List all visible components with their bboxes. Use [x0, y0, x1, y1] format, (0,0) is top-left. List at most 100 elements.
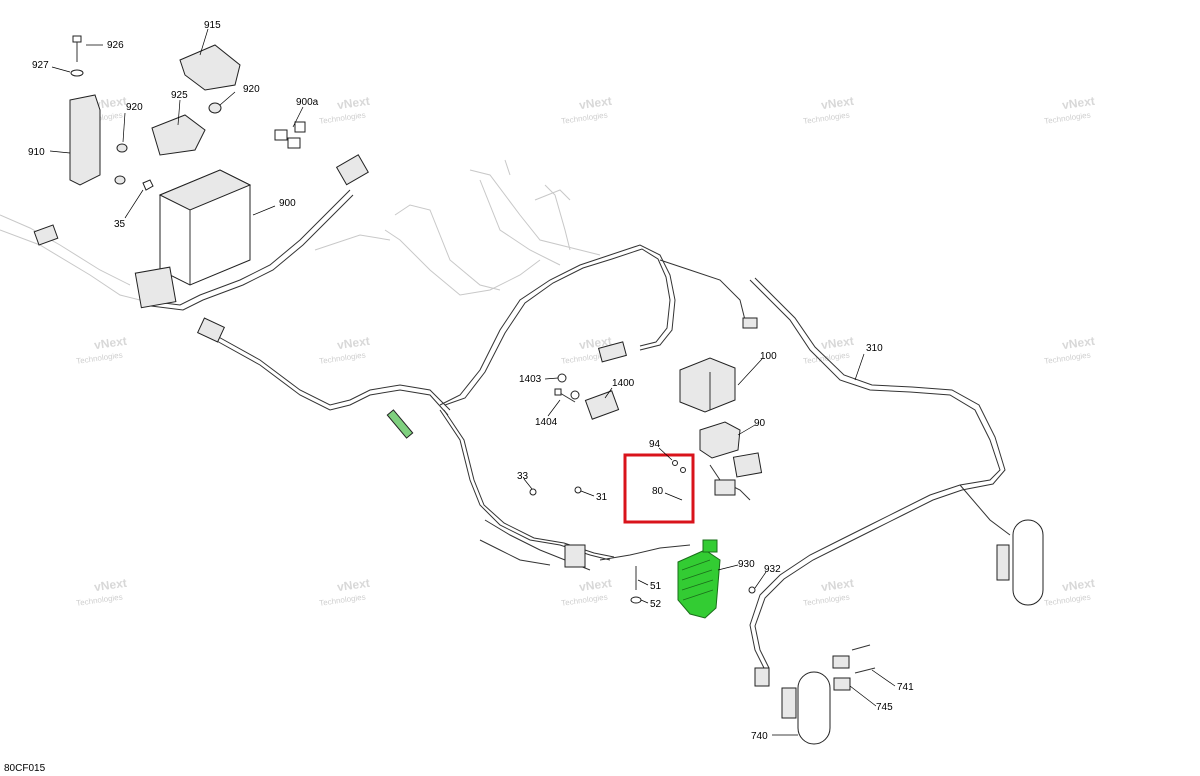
highlight-box [623, 453, 695, 524]
nut-1403 [557, 373, 567, 383]
svg-text:Technologies: Technologies [1044, 350, 1092, 365]
svg-text:vNext: vNext [820, 94, 854, 112]
connector-block [134, 266, 177, 309]
callout-31: 31 [596, 492, 608, 503]
watermark: vNext Technologies [319, 334, 371, 366]
callout-94: 94 [649, 439, 661, 450]
bolt-926 [72, 35, 82, 62]
module-100 [679, 357, 736, 413]
callout-35: 35 [114, 219, 126, 230]
svg-text:vNext: vNext [336, 576, 370, 594]
relay-90 [699, 421, 763, 496]
terminal-cover-925 [151, 114, 206, 156]
battery-holddown-915 [179, 44, 241, 91]
callout-1400: 1400 [612, 378, 635, 389]
callout-90: 90 [754, 418, 766, 429]
fastener-31 [574, 486, 582, 494]
callout-1403: 1403 [519, 374, 542, 385]
watermark: vNext Technologies [561, 576, 613, 608]
washer-52 [630, 596, 642, 604]
svg-text:Technologies: Technologies [1044, 592, 1092, 607]
svg-text:vNext: vNext [1061, 576, 1095, 594]
svg-text:Technologies: Technologies [803, 110, 851, 125]
callout-930: 930 [738, 559, 755, 570]
svg-text:Technologies: Technologies [561, 110, 609, 125]
battery-900 [158, 169, 252, 286]
watermark: vNext Technologies [803, 94, 855, 126]
svg-text:vNext: vNext [820, 576, 854, 594]
screw-94 [680, 467, 686, 473]
callout-926: 926 [107, 40, 124, 51]
washer-927 [70, 69, 84, 77]
bracket-745 [832, 655, 850, 669]
fuse-holder [386, 409, 414, 439]
callout-1404: 1404 [535, 417, 558, 428]
callout-33: 33 [517, 471, 529, 482]
svg-text:vNext: vNext [336, 94, 370, 112]
watermark: vNext Technologies [319, 94, 371, 126]
frame-ghost [0, 159, 601, 301]
callout-310: 310 [866, 343, 883, 354]
callout-741: 741 [897, 682, 914, 693]
watermark: vNext Technologies [76, 334, 128, 366]
callouts: 926 927 915 920 920 925 900a 910 35 900 … [28, 20, 914, 742]
watermark: vNext Technologies [76, 576, 128, 608]
leader-lines [49, 28, 896, 736]
callout-51: 51 [650, 581, 662, 592]
svg-text:vNext: vNext [93, 576, 127, 594]
bracket-910 [69, 94, 101, 186]
svg-text:vNext: vNext [1061, 94, 1095, 112]
callout-900: 900 [279, 198, 296, 209]
callout-910: 910 [28, 147, 45, 158]
callout-915: 915 [204, 20, 221, 31]
valve-1400 [570, 390, 620, 420]
callout-900a: 900a [296, 97, 319, 108]
svg-text:Technologies: Technologies [319, 592, 367, 607]
control-module-930 [677, 539, 721, 619]
main-harness [139, 189, 1011, 671]
connector [33, 224, 59, 246]
bolt-1404 [554, 388, 576, 403]
svg-text:Technologies: Technologies [76, 592, 124, 607]
taillight-740 [781, 671, 831, 745]
watermark: vNext Technologies [319, 576, 371, 608]
svg-text:vNext: vNext [578, 576, 612, 594]
svg-text:Technologies: Technologies [561, 592, 609, 607]
svg-text:Technologies: Technologies [319, 110, 367, 125]
watermark: vNext Technologies [1044, 94, 1096, 126]
connector [597, 341, 627, 363]
callout-80: 80 [652, 486, 664, 497]
connector [335, 154, 369, 186]
callout-925: 925 [171, 90, 188, 101]
watermark: vNext Technologies [1044, 334, 1096, 366]
callout-100: 100 [760, 351, 777, 362]
svg-text:Technologies: Technologies [803, 592, 851, 607]
svg-text:vNext: vNext [336, 334, 370, 352]
callout-745: 745 [876, 702, 893, 713]
nut-932 [748, 586, 756, 594]
watermark: vNext Technologies [561, 94, 613, 126]
callout-920: 920 [126, 102, 143, 113]
svg-text:vNext: vNext [578, 94, 612, 112]
callout-932: 932 [764, 564, 781, 575]
document-code: 80CF015 [4, 763, 46, 774]
nut-35 [142, 179, 154, 191]
callout-927: 927 [32, 60, 49, 71]
svg-text:Technologies: Technologies [1044, 110, 1092, 125]
callout-920: 920 [243, 84, 260, 95]
grommet-920 [114, 175, 126, 185]
callout-740: 740 [751, 731, 768, 742]
svg-text:Technologies: Technologies [319, 350, 367, 365]
screw-94 [672, 460, 678, 466]
bracket-745 [833, 677, 851, 691]
bolt-741 [851, 644, 871, 651]
connector [754, 667, 770, 687]
connector [196, 317, 226, 343]
connector [742, 317, 758, 329]
svg-text:Technologies: Technologies [76, 350, 124, 365]
callout-52: 52 [650, 599, 662, 610]
watermark: vNext Technologies [803, 576, 855, 608]
watermark: vNext Technologies [1044, 576, 1096, 608]
grommet-920 [116, 143, 128, 153]
battery-terminals-900a [274, 121, 306, 149]
